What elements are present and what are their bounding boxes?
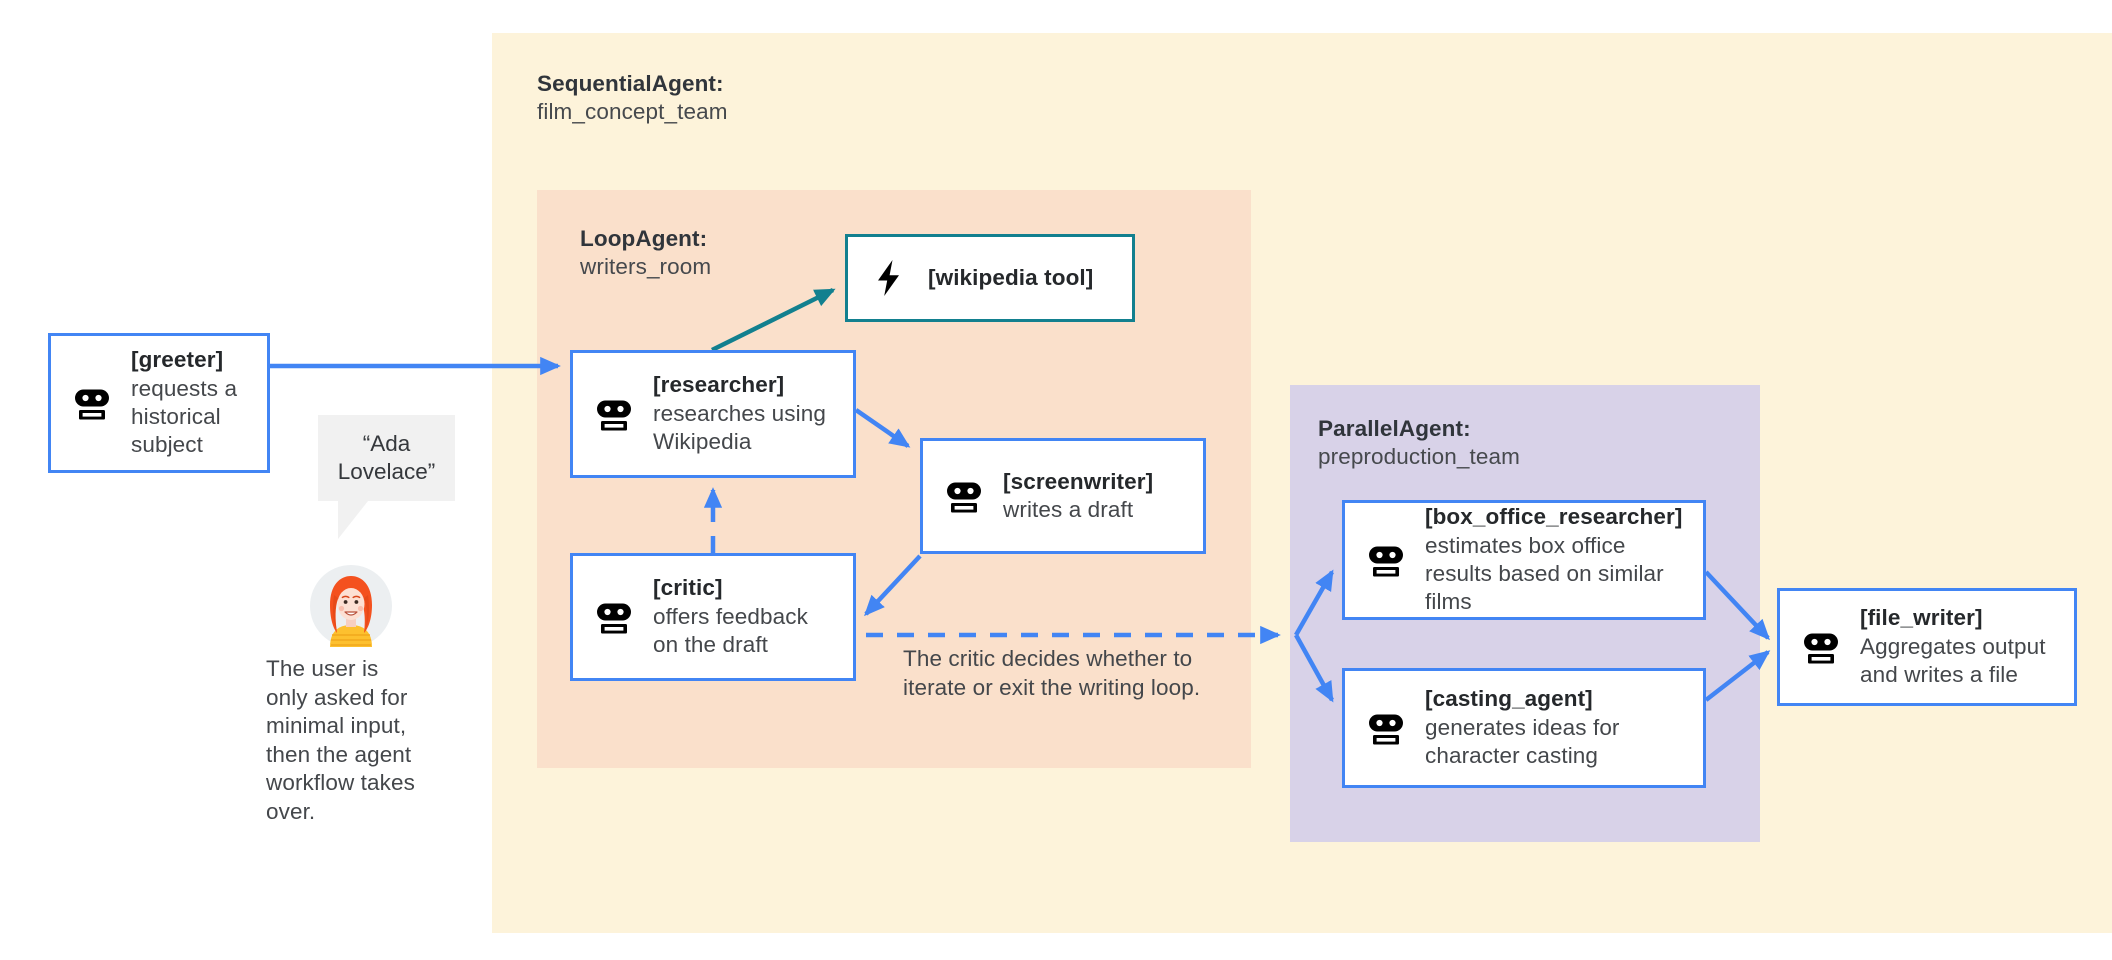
node-description: researches using Wikipedia [653, 400, 826, 455]
loop-agent-title: LoopAgent: writers_room [580, 225, 711, 282]
node-label-group: [screenwriter] writes a draft [1003, 468, 1189, 525]
node-name: [screenwriter] [1003, 468, 1154, 494]
sequential-agent-type: SequentialAgent: [537, 71, 724, 96]
loop-agent-name: writers_room [580, 254, 712, 280]
parallel-agent-title: ParallelAgent: preproduction_team [1318, 415, 1520, 472]
node-label-group: [greeter] requests a historical subject [131, 346, 253, 459]
node-label-group: [researcher] researches using Wikipedia [653, 371, 839, 456]
node-name: [box_office_researcher] [1425, 504, 1683, 530]
node-label-group: [file_writer] Aggregates output and writ… [1860, 604, 2060, 689]
node-description: requests a historical subject [131, 375, 238, 458]
user-speech-text: “Ada Lovelace” [337, 430, 436, 484]
robot-icon [1359, 708, 1413, 748]
user-caption: The user is only asked for minimal input… [266, 656, 415, 824]
sequential-agent-name: film_concept_team [537, 99, 728, 125]
critic-loop-note: The critic decides whether to iterate or… [903, 646, 1201, 700]
node-name: [wikipedia tool] [928, 264, 1094, 290]
robot-icon [1359, 540, 1413, 580]
speech-bubble-tail [338, 501, 368, 539]
sequential-agent-title: SequentialAgent: film_concept_team [537, 70, 728, 127]
node-description: offers feedback on the draft [653, 603, 808, 658]
agent-node-researcher[interactable]: [researcher] researches using Wikipedia [570, 350, 856, 478]
node-name: [researcher] [653, 372, 785, 398]
parallel-agent-name: preproduction_team [1318, 444, 1520, 470]
loop-agent-type: LoopAgent: [580, 226, 708, 251]
robot-icon [65, 383, 119, 423]
node-label-group: [casting_agent] generates ideas for char… [1425, 685, 1689, 770]
agent-node-screenwriter[interactable]: [screenwriter] writes a draft [920, 438, 1206, 554]
node-label-group: [critic] offers feedback on the draft [653, 574, 839, 659]
agent-node-box-office-researcher[interactable]: [box_office_researcher] estimates box of… [1342, 500, 1706, 620]
node-description: writes a draft [1003, 497, 1134, 522]
node-label-group: [box_office_researcher] estimates box of… [1425, 503, 1689, 616]
avatar [310, 565, 392, 647]
user-speech-bubble: “Ada Lovelace” [318, 415, 455, 501]
tool-node-wikipedia[interactable]: [wikipedia tool] [845, 234, 1135, 322]
agent-node-critic[interactable]: [critic] offers feedback on the draft [570, 553, 856, 681]
node-description: estimates box office results based on si… [1425, 532, 1664, 615]
node-description: Aggregates output and writes a file [1860, 633, 2046, 688]
node-description: generates ideas for character casting [1425, 714, 1620, 769]
node-name: [critic] [653, 575, 723, 601]
node-name: [casting_agent] [1425, 686, 1593, 712]
robot-icon [1794, 627, 1848, 667]
robot-icon [587, 394, 641, 434]
robot-icon [587, 597, 641, 637]
robot-icon [937, 476, 991, 516]
parallel-agent-type: ParallelAgent: [1318, 416, 1471, 441]
agent-node-greeter[interactable]: [greeter] requests a historical subject [48, 333, 270, 473]
agent-node-file-writer[interactable]: [file_writer] Aggregates output and writ… [1777, 588, 2077, 706]
node-name: [file_writer] [1860, 605, 1983, 631]
agent-node-casting-agent[interactable]: [casting_agent] generates ideas for char… [1342, 668, 1706, 788]
node-label-group: [wikipedia tool] [928, 264, 1118, 292]
lightning-bolt-icon [862, 258, 916, 298]
node-name: [greeter] [131, 347, 224, 373]
